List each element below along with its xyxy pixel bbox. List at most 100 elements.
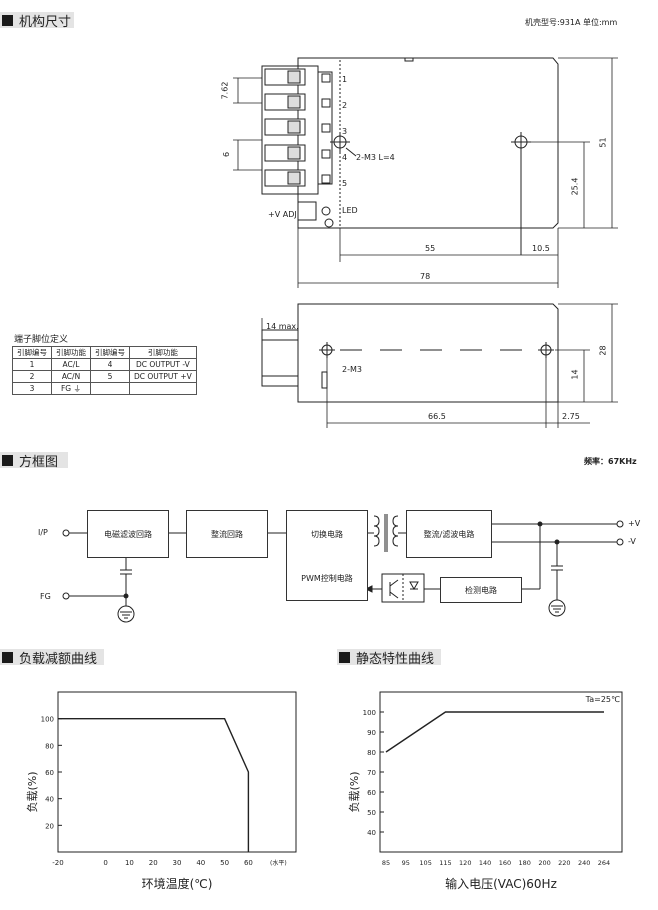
x-tick-label: -20 [52,859,63,867]
dim-66-5: 66.5 [428,412,446,421]
emi-filter-block: 电磁滤波回路 [87,510,169,558]
frequency-label: 频率：67KHz [584,457,637,466]
dim-25-4: 25.4 [570,177,580,196]
square-bullet-icon [339,651,350,663]
table-header-row: 引脚编号 引脚功能 引脚编号 引脚功能 [12,346,197,359]
y-tick-label: 100 [363,709,376,717]
y-axis-label: 负载(%) [347,771,361,812]
y-tick-label: 60 [367,789,376,797]
x-tick-label: 115 [439,859,451,867]
output-rectifier-block: 整流/滤波电路 [406,510,492,558]
y-tick-label: 40 [45,796,54,804]
square-bullet-icon [2,14,13,26]
case-info: 机壳型号:931A 单位:mm [525,18,618,27]
x-tick-label: 30 [173,859,182,867]
input-label: I/P [38,528,48,537]
led-label: LED [342,206,358,215]
x-axis-label: 环境温度(℃) [142,876,213,891]
table-cell: DC OUTPUT +V [129,370,197,383]
table-header: 引脚功能 [51,346,91,359]
screw-callout: 2-M3 L=4 [356,153,395,162]
y-tick-label: 20 [45,822,54,830]
section-header-static: 静态特性曲线 [337,649,441,667]
x-tick-label: 264 [598,859,610,867]
x-tick-label: 160 [499,859,511,867]
x-tick-label: 10 [125,859,134,867]
vadj-label: +V ADJ. [268,210,300,219]
table-cell [90,382,130,395]
table-cell: FG ⏚ [51,382,91,395]
terminal-screws [264,68,331,187]
dim-2m3: 2-M3 [342,365,362,374]
rectifier-block: 整流回路 [186,510,268,558]
x-tick-label: 60 [244,859,253,867]
pwm-control-block: PWM控制电路 [286,556,368,601]
table-header: 引脚功能 [129,346,197,359]
table-row: 2 AC/N 5 DC OUTPUT +V [12,370,197,383]
x-tick-label: 40 [196,859,205,867]
dim-gap: 6 [222,151,232,158]
y-tick-label: 80 [367,749,376,757]
dim-pitch: 7.62 [220,81,230,100]
y-tick-label: 90 [367,729,376,737]
fg-label: FG [40,592,51,601]
vminus-label: -V [628,537,636,546]
table-cell: 4 [90,358,130,371]
x-axis-label: 输入电压(VAC)60Hz [445,876,557,891]
table-row: 3 FG ⏚ [12,382,197,395]
x-tick-label: 50 [220,859,229,867]
derating-line [58,717,250,852]
section-title: 机构尺寸 [19,14,72,30]
dim-78: 78 [420,272,431,281]
x-unit-label: (水平) [270,859,287,867]
section-header-mechanical: 机构尺寸 [0,12,74,30]
y-tick-label: 70 [367,769,376,777]
section-header-derating: 负载减额曲线 [0,649,104,667]
pin-label-4: 4 [342,153,348,162]
y-tick-label: 80 [45,742,54,750]
pin-table-title: 端子脚位定义 [14,335,69,345]
table-cell: 2 [12,370,52,383]
table-cell: 1 [12,358,52,371]
plot-frame [57,691,297,853]
square-bullet-icon [2,454,13,466]
dim-51: 51 [598,137,608,148]
pin-label-5: 5 [342,179,348,188]
dim-10-5: 10.5 [532,244,550,253]
x-tick-label: 95 [402,859,410,867]
section-header-block: 方框图 [0,452,68,470]
x-tick-label: 200 [538,859,550,867]
detection-block: 检测电路 [440,577,522,603]
x-tick-label: 105 [419,859,431,867]
pin-label-3: 3 [342,127,348,136]
y-tick-label: 100 [41,716,54,724]
table-header: 引脚编号 [90,346,130,359]
x-tick-label: 120 [459,859,471,867]
switching-block: 切换电路 [286,510,368,557]
dim-55: 55 [425,244,436,253]
dim-14: 14 [570,369,580,380]
x-tick-label: 140 [479,859,491,867]
plot-frame [379,691,623,853]
x-tick-label: 240 [578,859,590,867]
y-tick-label: 50 [367,809,376,817]
y-tick-label: 40 [367,829,376,837]
dim-2-75: 2.75 [562,412,580,421]
table-row: 1 AC/L 4 DC OUTPUT -V [12,358,197,371]
y-tick-label: 60 [45,769,54,777]
static-line [385,711,604,753]
table-cell: AC/N [51,370,91,383]
table-header: 引脚编号 [12,346,52,359]
pin-table: 引脚编号 引脚功能 引脚编号 引脚功能 1 AC/L 4 DC OUTPUT -… [12,346,197,395]
pin-label-2: 2 [342,101,348,110]
block-diagram-wires [62,514,624,623]
section-title: 方框图 [19,454,59,470]
dim-28: 28 [598,345,608,356]
temperature-note: Ta=25℃ [585,695,620,704]
x-tick-label: 0 [103,859,107,867]
table-cell: DC OUTPUT -V [129,358,197,371]
table-cell: AC/L [51,358,91,371]
x-tick-label: 180 [519,859,531,867]
vplus-label: +V [628,519,641,528]
